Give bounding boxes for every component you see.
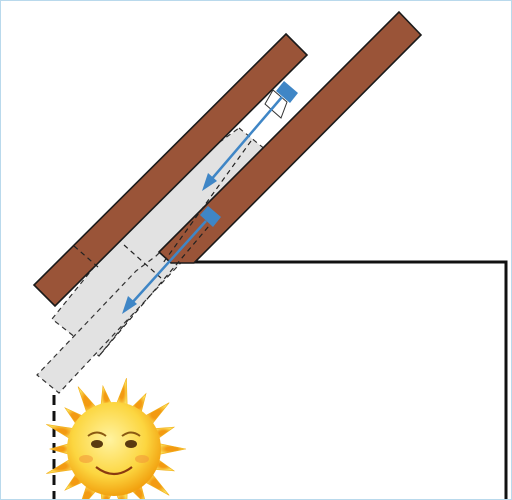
right-rafter (157, 10, 423, 264)
sun-left-eye (91, 440, 103, 448)
sun-ray (157, 442, 187, 456)
upper-arrow-shaft (209, 96, 283, 182)
panel-edge-dashed-2 (98, 219, 215, 357)
sun-left-brow (87, 431, 107, 437)
left-rafter (32, 32, 309, 308)
sun-right-eye (125, 440, 137, 448)
sun-mouth (95, 466, 133, 476)
smiling-sun-icon (46, 377, 187, 499)
lower-marker (200, 206, 221, 227)
rafter-boards (32, 10, 423, 357)
sun-left-cheek (79, 455, 93, 463)
panel-edge-dashed (162, 140, 252, 264)
lower-arrow-shaft (130, 220, 207, 305)
house-outline (52, 260, 508, 499)
sun-right-brow (121, 431, 141, 437)
lower-arrow-head (122, 296, 137, 314)
upper-marker (276, 81, 298, 103)
sun-face (67, 402, 161, 496)
sun-right-cheek (135, 455, 149, 463)
house-wall-roof-line (163, 260, 508, 499)
flow-arrows (122, 81, 298, 314)
upper-arrow-head (202, 173, 217, 191)
